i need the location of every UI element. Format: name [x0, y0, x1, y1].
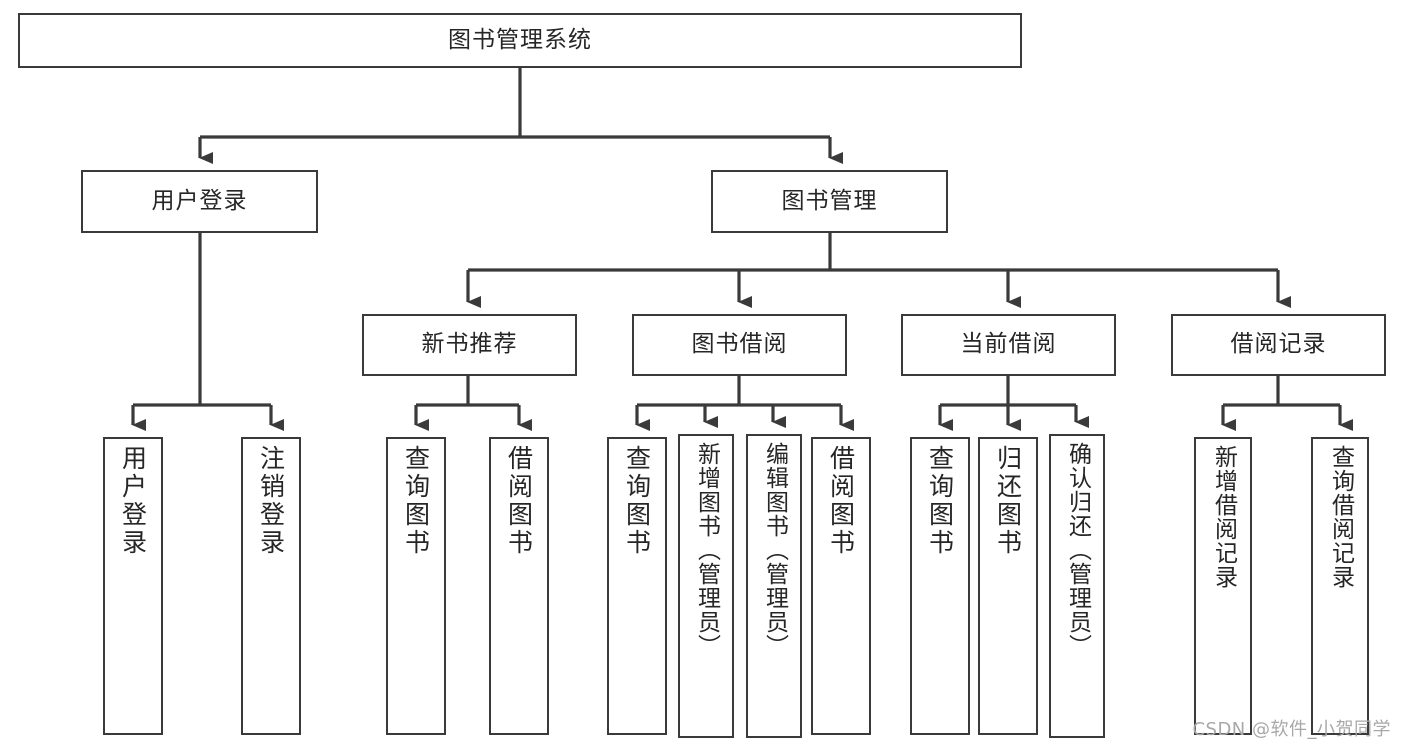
leaf-current-borrow-return[interactable]: 归还图书	[978, 437, 1038, 735]
leaf-book-borrow-borrow-label: 借阅图书	[826, 445, 856, 557]
leaf-book-borrow-query[interactable]: 查询图书	[607, 437, 667, 735]
node-borrow-record[interactable]: 借阅记录	[1171, 314, 1386, 376]
node-new-book-recommend-label: 新书推荐	[421, 331, 518, 358]
leaf-current-borrow-query[interactable]: 查询图书	[910, 437, 970, 735]
node-book-management[interactable]: 图书管理	[711, 170, 948, 233]
leaf-user-login-signin[interactable]: 用户登录	[103, 437, 163, 735]
leaf-book-borrow-query-label: 查询图书	[622, 445, 652, 557]
leaf-user-login-signout-label: 注销登录	[256, 445, 286, 557]
node-root-label: 图书管理系统	[448, 26, 592, 53]
leaf-current-borrow-confirm-label: 确认归还（管理员）	[1064, 442, 1091, 658]
node-user-login-label: 用户登录	[151, 187, 248, 214]
node-user-login[interactable]: 用户登录	[81, 170, 318, 233]
leaf-book-borrow-borrow[interactable]: 借阅图书	[811, 437, 871, 735]
node-borrow-record-label: 借阅记录	[1230, 331, 1327, 358]
leaf-current-borrow-query-label: 查询图书	[925, 445, 955, 557]
leaf-new-book-query-label: 查询图书	[401, 445, 431, 557]
node-new-book-recommend[interactable]: 新书推荐	[362, 314, 577, 376]
leaf-book-borrow-add-label: 新增图书（管理员）	[693, 442, 720, 658]
node-current-borrow-label: 当前借阅	[960, 331, 1057, 358]
leaf-borrow-record-add[interactable]: 新增借阅记录	[1194, 437, 1252, 735]
node-current-borrow[interactable]: 当前借阅	[901, 314, 1116, 376]
leaf-current-borrow-return-label: 归还图书	[993, 445, 1023, 557]
leaf-borrow-record-query[interactable]: 查询借阅记录	[1311, 437, 1369, 735]
leaf-new-book-borrow[interactable]: 借阅图书	[489, 437, 549, 735]
leaf-new-book-borrow-label: 借阅图书	[504, 445, 534, 557]
leaf-borrow-record-add-label: 新增借阅记录	[1210, 445, 1237, 589]
leaf-new-book-query[interactable]: 查询图书	[386, 437, 446, 735]
leaf-book-borrow-add[interactable]: 新增图书（管理员）	[678, 434, 734, 738]
node-root[interactable]: 图书管理系统	[18, 13, 1022, 68]
node-book-borrow[interactable]: 图书借阅	[632, 314, 847, 376]
leaf-user-login-signin-label: 用户登录	[118, 445, 148, 557]
node-book-management-label: 图书管理	[781, 187, 878, 214]
leaf-borrow-record-query-label: 查询借阅记录	[1327, 445, 1354, 589]
leaf-current-borrow-confirm[interactable]: 确认归还（管理员）	[1049, 434, 1105, 738]
node-book-borrow-label: 图书借阅	[691, 331, 788, 358]
leaf-book-borrow-edit-label: 编辑图书（管理员）	[761, 442, 788, 658]
leaf-book-borrow-edit[interactable]: 编辑图书（管理员）	[746, 434, 802, 738]
leaf-user-login-signout[interactable]: 注销登录	[241, 437, 301, 735]
